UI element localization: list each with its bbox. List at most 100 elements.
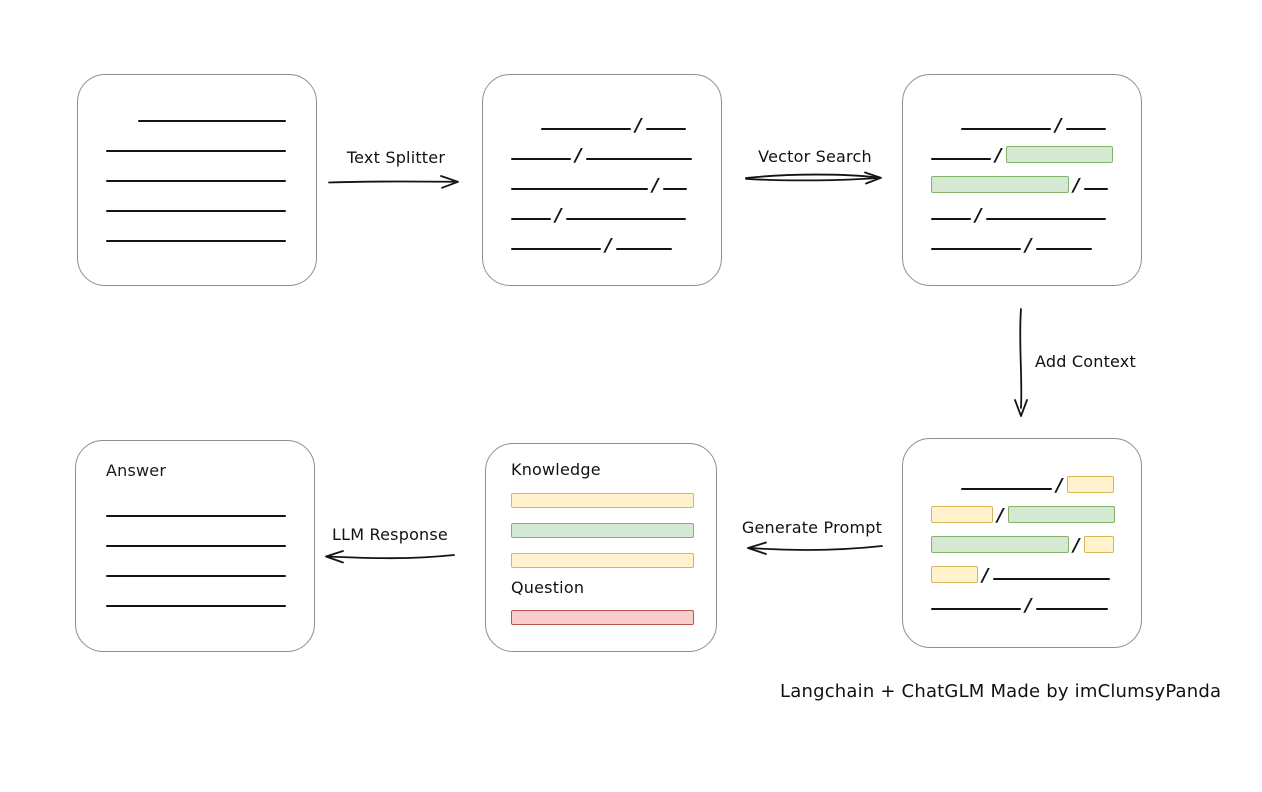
context-lines: / / / / /: [903, 439, 1141, 617]
green-chunk: [931, 536, 1069, 553]
chunk-row: [78, 219, 316, 249]
separator-slash: /: [1056, 475, 1063, 496]
text-line: [511, 218, 551, 220]
chunk-row: /: [903, 107, 1141, 137]
text-line: [992, 578, 1110, 580]
text-line: [585, 158, 692, 160]
vector-search-label: Vector Search: [758, 147, 872, 166]
chunk-row: [76, 554, 314, 584]
generate-prompt-arrow: [747, 541, 883, 555]
text-line: [1035, 608, 1108, 610]
chunk-row: /: [903, 527, 1141, 557]
text-line: [106, 150, 286, 152]
chunk-row: /: [903, 167, 1141, 197]
chunk-row: [76, 524, 314, 554]
text-splitter-label: Text Splitter: [346, 148, 446, 167]
separator-slash: /: [995, 145, 1002, 166]
question-bars: [511, 610, 716, 625]
yellow-chunk: [931, 566, 978, 583]
answer-box: Answer: [75, 440, 315, 652]
separator-slash: /: [1073, 175, 1080, 196]
separator-slash: /: [652, 175, 659, 196]
separator-slash: /: [982, 565, 989, 586]
red-bar: [511, 610, 694, 625]
document-box: [77, 74, 317, 286]
chunk-row: /: [903, 557, 1141, 587]
chunk-lines: /////: [483, 75, 721, 257]
text-line: [961, 128, 1051, 130]
separator-slash: /: [1055, 115, 1062, 136]
chunk-row: /: [483, 167, 721, 197]
text-line: [931, 218, 971, 220]
separator-slash: /: [1073, 535, 1080, 556]
yellow-chunk: [1083, 536, 1114, 553]
text-line: [931, 248, 1021, 250]
yellow-chunk: [1066, 476, 1114, 493]
text-line: [106, 210, 286, 212]
chunk-row: [78, 99, 316, 129]
chunk-row: /: [903, 227, 1141, 257]
separator-slash: /: [555, 205, 562, 226]
text-line: [106, 605, 286, 607]
chunk-row: [76, 494, 314, 524]
chunk-row: /: [483, 137, 721, 167]
text-line: [138, 120, 286, 122]
green-bar: [511, 523, 694, 538]
vector-result-box: /////: [902, 74, 1142, 286]
text-line: [662, 188, 687, 190]
chunk-row: /: [903, 467, 1141, 497]
text-line: [985, 218, 1106, 220]
text-line: [1035, 248, 1092, 250]
generate-prompt-label: Generate Prompt: [741, 518, 883, 537]
chunk-row: /: [483, 107, 721, 137]
question-label: Question: [511, 578, 585, 597]
chunk-row: /: [483, 197, 721, 227]
text-line: [106, 240, 286, 242]
text-line: [106, 545, 286, 547]
separator-slash: /: [1025, 235, 1032, 256]
yellow-bar: [511, 493, 694, 508]
chunk-row: [78, 129, 316, 159]
text-line: [1065, 128, 1106, 130]
vector-search-arrow: [745, 171, 882, 185]
chunk-row: [78, 159, 316, 189]
llm-response-label: LLM Response: [332, 525, 448, 544]
separator-slash: /: [997, 505, 1004, 526]
text-line: [106, 575, 286, 577]
chunk-row: /: [903, 137, 1141, 167]
chunk-row: /: [903, 197, 1141, 227]
chunk-row: /: [903, 587, 1141, 617]
answer-label: Answer: [106, 461, 167, 480]
green-chunk: [1007, 506, 1115, 523]
text-line: [565, 218, 686, 220]
text-line: [931, 158, 991, 160]
chunk-row: /: [903, 497, 1141, 527]
document-lines: [78, 75, 316, 249]
text-splitter-arrow: [328, 175, 459, 189]
knowledge-bars: [511, 493, 716, 568]
context-box: / / / / /: [902, 438, 1142, 648]
text-line: [511, 188, 648, 190]
separator-slash: /: [575, 145, 582, 166]
chunks-box: /////: [482, 74, 722, 286]
chunk-row: [78, 189, 316, 219]
text-line: [106, 180, 286, 182]
add-context-label: Add Context: [1035, 352, 1136, 371]
green-chunk: [1005, 146, 1113, 163]
text-line: [511, 158, 571, 160]
text-line: [1083, 188, 1108, 190]
separator-slash: /: [1025, 595, 1032, 616]
text-line: [615, 248, 672, 250]
yellow-chunk: [931, 506, 993, 523]
text-line: [645, 128, 686, 130]
credit-caption: Langchain + ChatGLM Made by imClumsyPand…: [780, 681, 1222, 702]
answer-lines: [76, 494, 314, 614]
text-line: [961, 488, 1052, 490]
add-context-arrow: [1014, 308, 1028, 417]
llm-response-arrow: [325, 550, 455, 564]
green-chunk: [931, 176, 1069, 193]
text-line: [931, 608, 1021, 610]
separator-slash: /: [635, 115, 642, 136]
knowledge-label: Knowledge: [511, 460, 601, 479]
